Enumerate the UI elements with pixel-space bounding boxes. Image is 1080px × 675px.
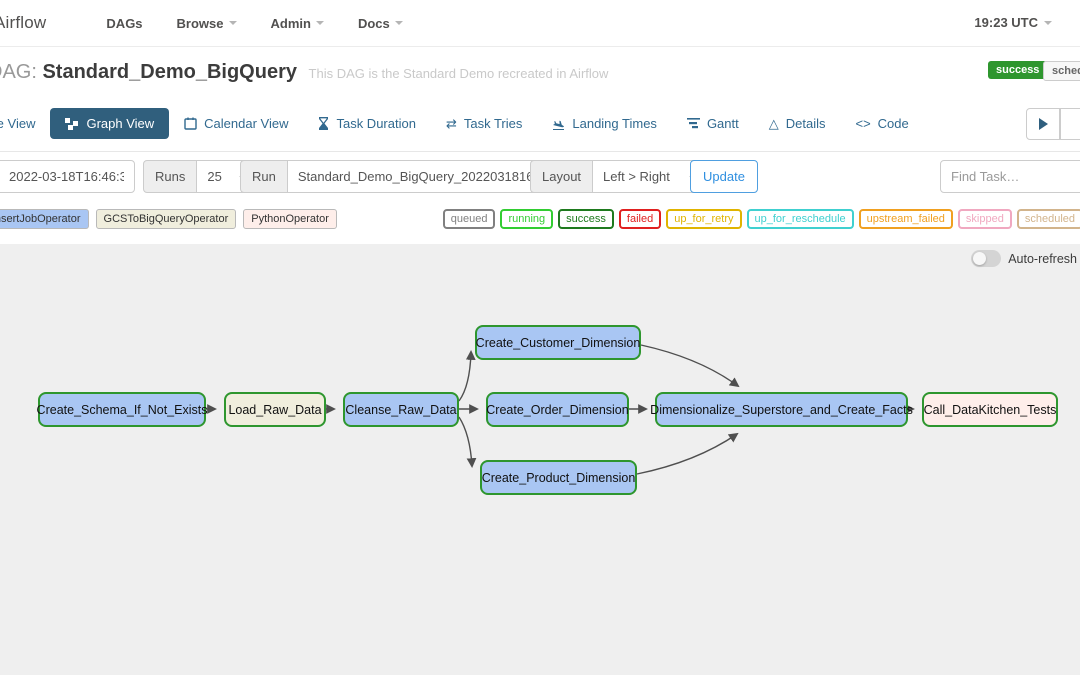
dag-description: This DAG is the Standard Demo recreated … <box>308 66 609 81</box>
operator-legend: BigQueryInsertJobOperator GCSToBigQueryOp… <box>0 209 337 229</box>
dag-edge <box>640 344 740 388</box>
tab-label: Task Tries <box>463 116 523 131</box>
dag-edges <box>206 344 915 475</box>
tab-label: Code <box>877 116 909 131</box>
legend-row: BigQueryInsertJobOperator GCSToBigQueryOp… <box>0 207 1080 237</box>
refresh-dag-button[interactable] <box>1060 108 1080 140</box>
chevron-down-icon <box>315 21 324 25</box>
gantt-icon <box>686 118 700 129</box>
tab-graph-view[interactable]: Graph View <box>50 108 170 139</box>
task-node-create_customer_dimension[interactable]: Create_Customer_Dimension <box>475 325 641 360</box>
nav-item-docs[interactable]: Docs <box>358 16 403 31</box>
state-chip-skipped[interactable]: skipped <box>957 209 1012 229</box>
state-chip-failed[interactable]: failed <box>618 209 662 229</box>
task-node-create_schema_if_not_exists[interactable]: Create_Schema_If_Not_Exists <box>37 392 207 427</box>
layout-group: Layout Left > Right <box>530 160 710 193</box>
dag-action-buttons <box>1026 108 1080 140</box>
play-icon <box>1038 118 1048 130</box>
details-icon: △ <box>768 116 779 131</box>
state-chip-upstream_failed[interactable]: upstream_failed <box>858 209 953 229</box>
tab-tree-view[interactable]: ☰Tree View <box>0 108 50 139</box>
run-select[interactable]: Standard_Demo_BigQuery_20220318164631 <box>287 160 556 193</box>
state-chip-running[interactable]: running <box>500 209 554 229</box>
task-node-load_raw_data[interactable]: Load_Raw_Data <box>224 392 326 427</box>
operator-chip-gcstobigqueryoperator[interactable]: GCSToBigQueryOperator <box>95 209 237 229</box>
task-node-dimensionalize_superstore_and_create_facts[interactable]: Dimensionalize_Superstore_and_Create_Fac… <box>650 392 913 427</box>
task-node-call_datakitchen_tests[interactable]: Call_DataKitchen_Tests <box>922 392 1058 427</box>
run-label: Run <box>240 160 288 193</box>
state-chip-up_for_reschedule[interactable]: up_for_reschedule <box>746 209 854 229</box>
nav-item-browse[interactable]: Browse <box>177 16 237 31</box>
schedule-badge[interactable]: schedule <box>1043 61 1080 81</box>
base-date-input[interactable] <box>0 160 135 193</box>
autorefresh-label: Auto-refresh <box>1008 251 1077 266</box>
repeat-icon: ⇄ <box>445 116 457 131</box>
tab-label: Task Duration <box>336 116 416 131</box>
dag-header: DAG: Standard_Demo_BigQuery This DAG is … <box>0 47 1080 94</box>
layout-select[interactable]: Left > Right <box>593 160 710 193</box>
code-icon: <> <box>855 116 871 131</box>
top-navbar: Airflow DAGs Browse Admin Docs 19:23 UTC <box>0 0 1080 47</box>
find-task-input[interactable] <box>940 160 1080 193</box>
autorefresh-toggle[interactable] <box>971 250 1002 267</box>
tab-code[interactable]: <> Code <box>840 108 923 139</box>
toggle-knob <box>973 252 987 265</box>
tab-details[interactable]: △ Details <box>754 108 841 139</box>
operator-chip-pythonoperator[interactable]: PythonOperator <box>243 209 337 229</box>
trigger-dag-button[interactable] <box>1026 108 1060 140</box>
status-badge[interactable]: success <box>988 61 1048 79</box>
chevron-down-icon <box>228 21 237 25</box>
airflow-logo[interactable]: Airflow <box>0 13 47 32</box>
chevron-down-icon <box>1044 20 1052 25</box>
view-tabs: ☰Tree View Graph View Calendar View Task Du… <box>0 108 924 139</box>
operator-chip-bigqueryinsertjoboperator[interactable]: BigQueryInsertJobOperator <box>0 209 89 229</box>
tab-label: Calendar View <box>204 116 289 131</box>
landing-icon <box>552 118 565 130</box>
dag-graph-canvas[interactable]: Auto-refresh Create_Schema_If_Not_Exists… <box>0 244 1080 675</box>
dag-edge <box>458 350 476 402</box>
tab-label: Graph View <box>86 116 155 131</box>
state-chip-up_for_retry[interactable]: up_for_retry <box>666 209 742 229</box>
dag-title: DAG: Standard_Demo_BigQuery This DAG is … <box>0 61 608 84</box>
dag-edge <box>458 416 477 468</box>
tab-label: Gantt <box>706 116 739 131</box>
state-chip-queued[interactable]: queued <box>442 209 496 229</box>
hourglass-icon <box>318 117 329 130</box>
graph-icon <box>65 117 79 130</box>
tab-task-tries[interactable]: ⇄ Task Tries <box>431 108 537 139</box>
runs-label: Runs <box>143 160 198 193</box>
update-button[interactable]: Update <box>690 160 758 193</box>
graph-controls: Runs 25 Run Standard_Demo_BigQuery_20220… <box>0 160 1080 196</box>
view-tabs-row: ☰Tree View Graph View Calendar View Task Du… <box>0 100 1080 152</box>
utc-clock[interactable]: 19:23 UTC <box>974 15 1052 30</box>
tab-label: Tree View <box>0 116 36 131</box>
tab-calendar-view[interactable]: Calendar View <box>169 108 303 139</box>
dag-name: Standard_Demo_BigQuery <box>42 61 297 83</box>
tab-landing-times[interactable]: Landing Times <box>537 108 672 139</box>
tab-label: Landing Times <box>572 116 657 131</box>
state-chip-success[interactable]: success <box>558 209 614 229</box>
tab-task-duration[interactable]: Task Duration <box>303 108 430 139</box>
dag-edge <box>636 432 739 475</box>
tab-label: Details <box>785 116 826 131</box>
run-group: Run Standard_Demo_BigQuery_2022031816463… <box>240 160 556 193</box>
task-node-create_order_dimension[interactable]: Create_Order_Dimension <box>486 392 629 427</box>
chevron-down-icon <box>394 21 403 25</box>
tab-gantt[interactable]: Gantt <box>672 108 754 139</box>
nav-menu: DAGs Browse Admin Docs <box>106 15 403 31</box>
task-node-create_product_dimension[interactable]: Create_Product_Dimension <box>480 460 637 495</box>
autorefresh-control: Auto-refresh <box>971 250 1077 267</box>
dag-prefix-label: DAG: <box>0 61 37 83</box>
nav-item-admin[interactable]: Admin <box>271 16 324 31</box>
calendar-icon <box>184 117 197 130</box>
task-node-cleanse_raw_data[interactable]: Cleanse_Raw_Data <box>343 392 459 427</box>
state-chip-scheduled[interactable]: scheduled <box>1016 209 1080 229</box>
nav-item-dags[interactable]: DAGs <box>106 15 143 31</box>
layout-label: Layout <box>530 160 594 193</box>
